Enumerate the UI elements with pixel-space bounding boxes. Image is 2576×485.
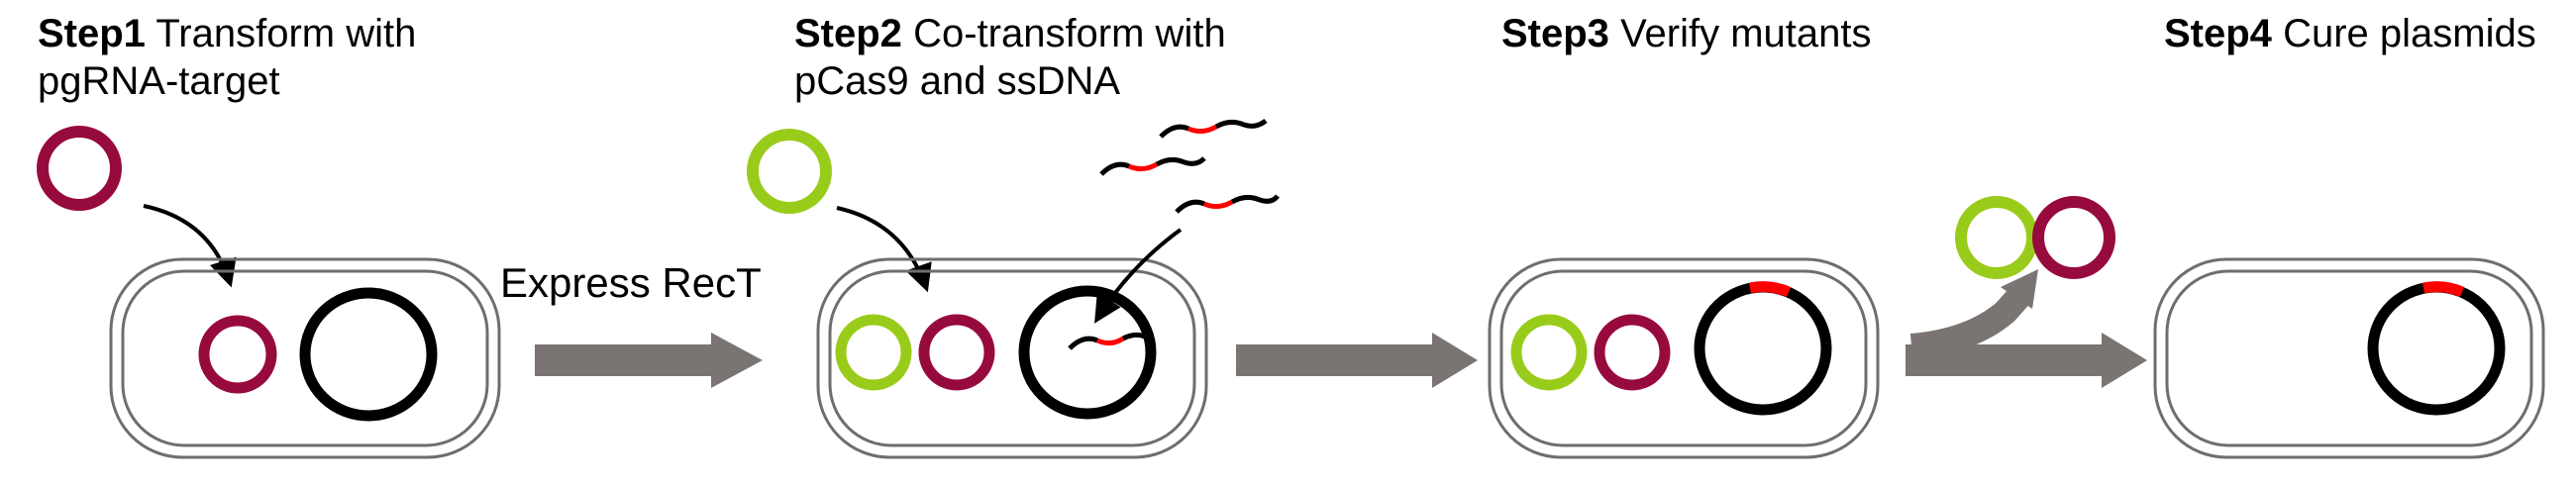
arrow-step3-to-step4 [1906,269,2147,388]
step3-cured-pcas9-plasmid [1955,196,2038,279]
step4-heading: Step4 Cure plasmids [2164,10,2536,57]
step4-description-line1: Cure plasmids [2283,12,2536,55]
step3-label: Step3 [1501,12,1609,55]
step2-transform-arrow [836,206,932,293]
step3-pgrna-plasmid [1594,314,1671,391]
step2-heading: Step2 Co-transform with pCas9 and ssDNA [794,10,1226,105]
arrow-step1-to-step2 [535,333,763,388]
step1-genome [299,287,438,422]
step3-cell [1488,257,1880,459]
step2-description-line2: pCas9 and ssDNA [794,59,1121,103]
step3-pcas9-plasmid [1510,314,1588,391]
step2-pgrna-plasmid [918,314,995,391]
step1-cell [109,257,501,459]
step4-cell [2153,257,2545,459]
step2-free-ssdna-1 [1159,118,1268,139]
step1-transform-arrow [143,204,237,288]
arrow-step2-to-step3 [1236,333,1478,388]
step1-description-line1: Transform with [155,12,417,55]
step3-genome-mutation [1748,281,1792,298]
step4-genome-mutation [2421,281,2465,298]
step2-label: Step2 [794,12,902,55]
step1-label: Step1 [38,12,146,55]
step2-cell [816,257,1208,459]
step2-pcas9-plasmid [835,314,912,391]
step1-heading: Step1 Transform with pgRNA-target [38,10,416,105]
express-rect-label: Express RecT [500,259,762,306]
step1-description-line2: pgRNA-target [38,59,280,103]
step4-genome [2367,281,2506,416]
step3-description-line1: Verify mutants [1620,12,1872,55]
step1-pgrna-plasmid [198,315,277,394]
step1-free-pgrna-plasmid [37,126,122,211]
step3-cured-pgrna-plasmid [2032,196,2115,279]
step3-genome [1694,281,1832,416]
step2-ssdna-entry-arrow [1094,228,1183,324]
step2-free-pcas9-plasmid [747,129,832,214]
step2-free-ssdna-2 [1099,156,1206,176]
step2-ssdna-in-cell [1068,332,1146,350]
step3-heading: Step3 Verify mutants [1501,10,1872,57]
step2-free-ssdna-3 [1175,194,1280,214]
step2-description-line1: Co-transform with [913,12,1226,55]
step2-genome [1018,285,1157,420]
step4-label: Step4 [2164,12,2272,55]
